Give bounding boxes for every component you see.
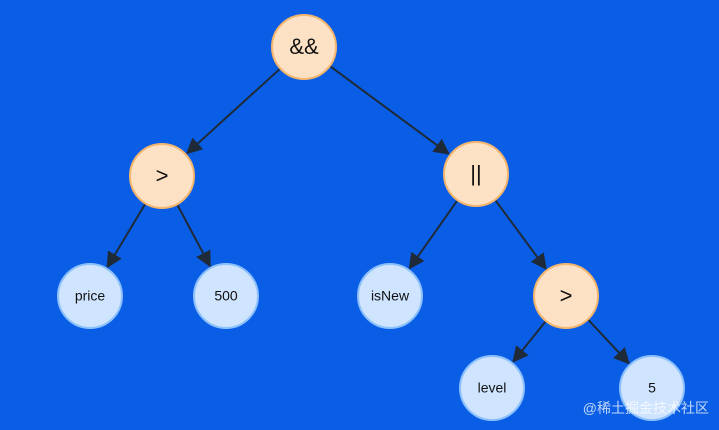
node-label-or: || (470, 161, 481, 186)
node-level: level (459, 355, 525, 421)
node-label-n500: 500 (214, 288, 238, 304)
edge-gt1-to-price (106, 203, 146, 269)
node-label-level: level (478, 380, 507, 396)
node-circle-n500 (193, 263, 259, 329)
edge-and-to-gt1 (185, 68, 281, 155)
node-circle-gt2 (533, 263, 599, 329)
node-price: price (57, 263, 123, 329)
edge-or-to-isNew (408, 200, 458, 270)
node-n500: 500 (193, 263, 259, 329)
edge-and-to-or (329, 65, 450, 155)
node-label-price: price (75, 288, 106, 304)
node-label-n5: 5 (648, 380, 656, 396)
node-gt2: > (533, 263, 599, 329)
node-circle-and (271, 14, 337, 80)
node-circle-n5 (619, 355, 685, 421)
node-label-and: && (289, 34, 319, 59)
node-circle-price (57, 263, 123, 329)
edge-gt2-to-level (512, 321, 547, 363)
node-circle-level (459, 355, 525, 421)
edge-gt1-to-n500 (176, 204, 211, 268)
node-circle-isNew (357, 263, 423, 329)
edges-layer (106, 65, 630, 365)
edge-gt2-to-n5 (587, 319, 630, 365)
node-circle-gt1 (129, 143, 195, 209)
nodes-layer: && > || price 500 isNew > level 5 (57, 14, 685, 421)
node-or: || (443, 141, 509, 207)
node-label-gt1: > (156, 163, 169, 188)
node-isNew: isNew (357, 263, 423, 329)
node-and: && (271, 14, 337, 80)
node-label-isNew: isNew (371, 288, 410, 304)
watermark: @稀土掘金技术社区 (582, 400, 709, 416)
node-circle-or (443, 141, 509, 207)
node-n5: 5 (619, 355, 685, 421)
node-label-gt2: > (560, 283, 573, 308)
edge-or-to-gt2 (494, 199, 547, 270)
node-gt1: > (129, 143, 195, 209)
